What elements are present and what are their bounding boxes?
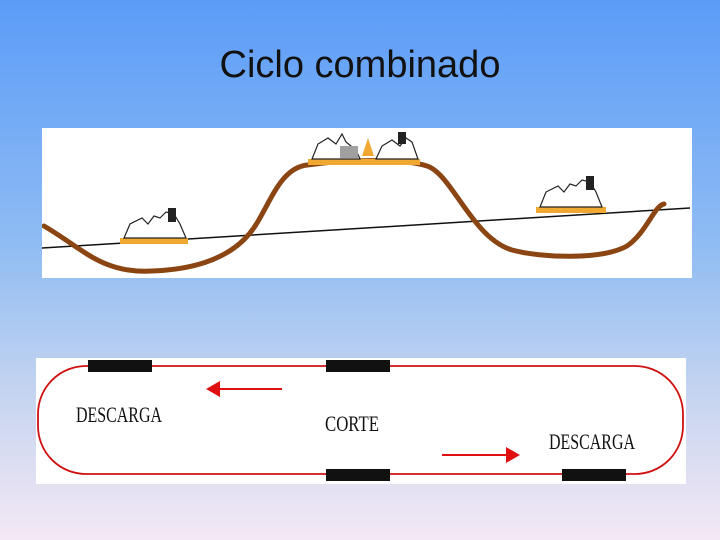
marker-top-center [326, 360, 390, 372]
cycle-track-diagram: DESCARGA CORTE DESCARGA [37, 360, 684, 481]
arrow-right-head [506, 447, 520, 463]
dozer-left-cab [168, 208, 176, 222]
dozer-right-base [536, 207, 606, 213]
arrow-left-head [206, 381, 220, 397]
label-descarga-right: DESCARGA [549, 429, 635, 454]
label-descarga-left: DESCARGA [76, 402, 162, 427]
dozer-left-body [123, 211, 187, 239]
cycle-track-panel: DESCARGA CORTE DESCARGA [36, 358, 686, 484]
marker-top-left [88, 360, 152, 372]
dozer-right [536, 176, 606, 213]
marker-bottom-center [326, 469, 390, 481]
dozer-center-blade [340, 146, 358, 158]
arrow-right [442, 447, 520, 463]
terrain-profile-panel [42, 128, 692, 278]
arrow-left [206, 381, 282, 397]
dozer-left [120, 208, 188, 244]
dozer-right-cab [586, 176, 594, 190]
dozer-center-body-right [375, 137, 419, 160]
slide-title: Ciclo combinado [219, 44, 501, 86]
marker-bottom-right [562, 469, 626, 481]
dozer-center [308, 132, 420, 165]
dozer-center-base [308, 159, 420, 165]
dozer-center-cab [398, 132, 406, 144]
dozer-center-flag [362, 138, 374, 156]
dozer-left-base [120, 238, 188, 244]
label-corte: CORTE [325, 411, 379, 436]
terrain-profile-diagram [42, 132, 691, 274]
